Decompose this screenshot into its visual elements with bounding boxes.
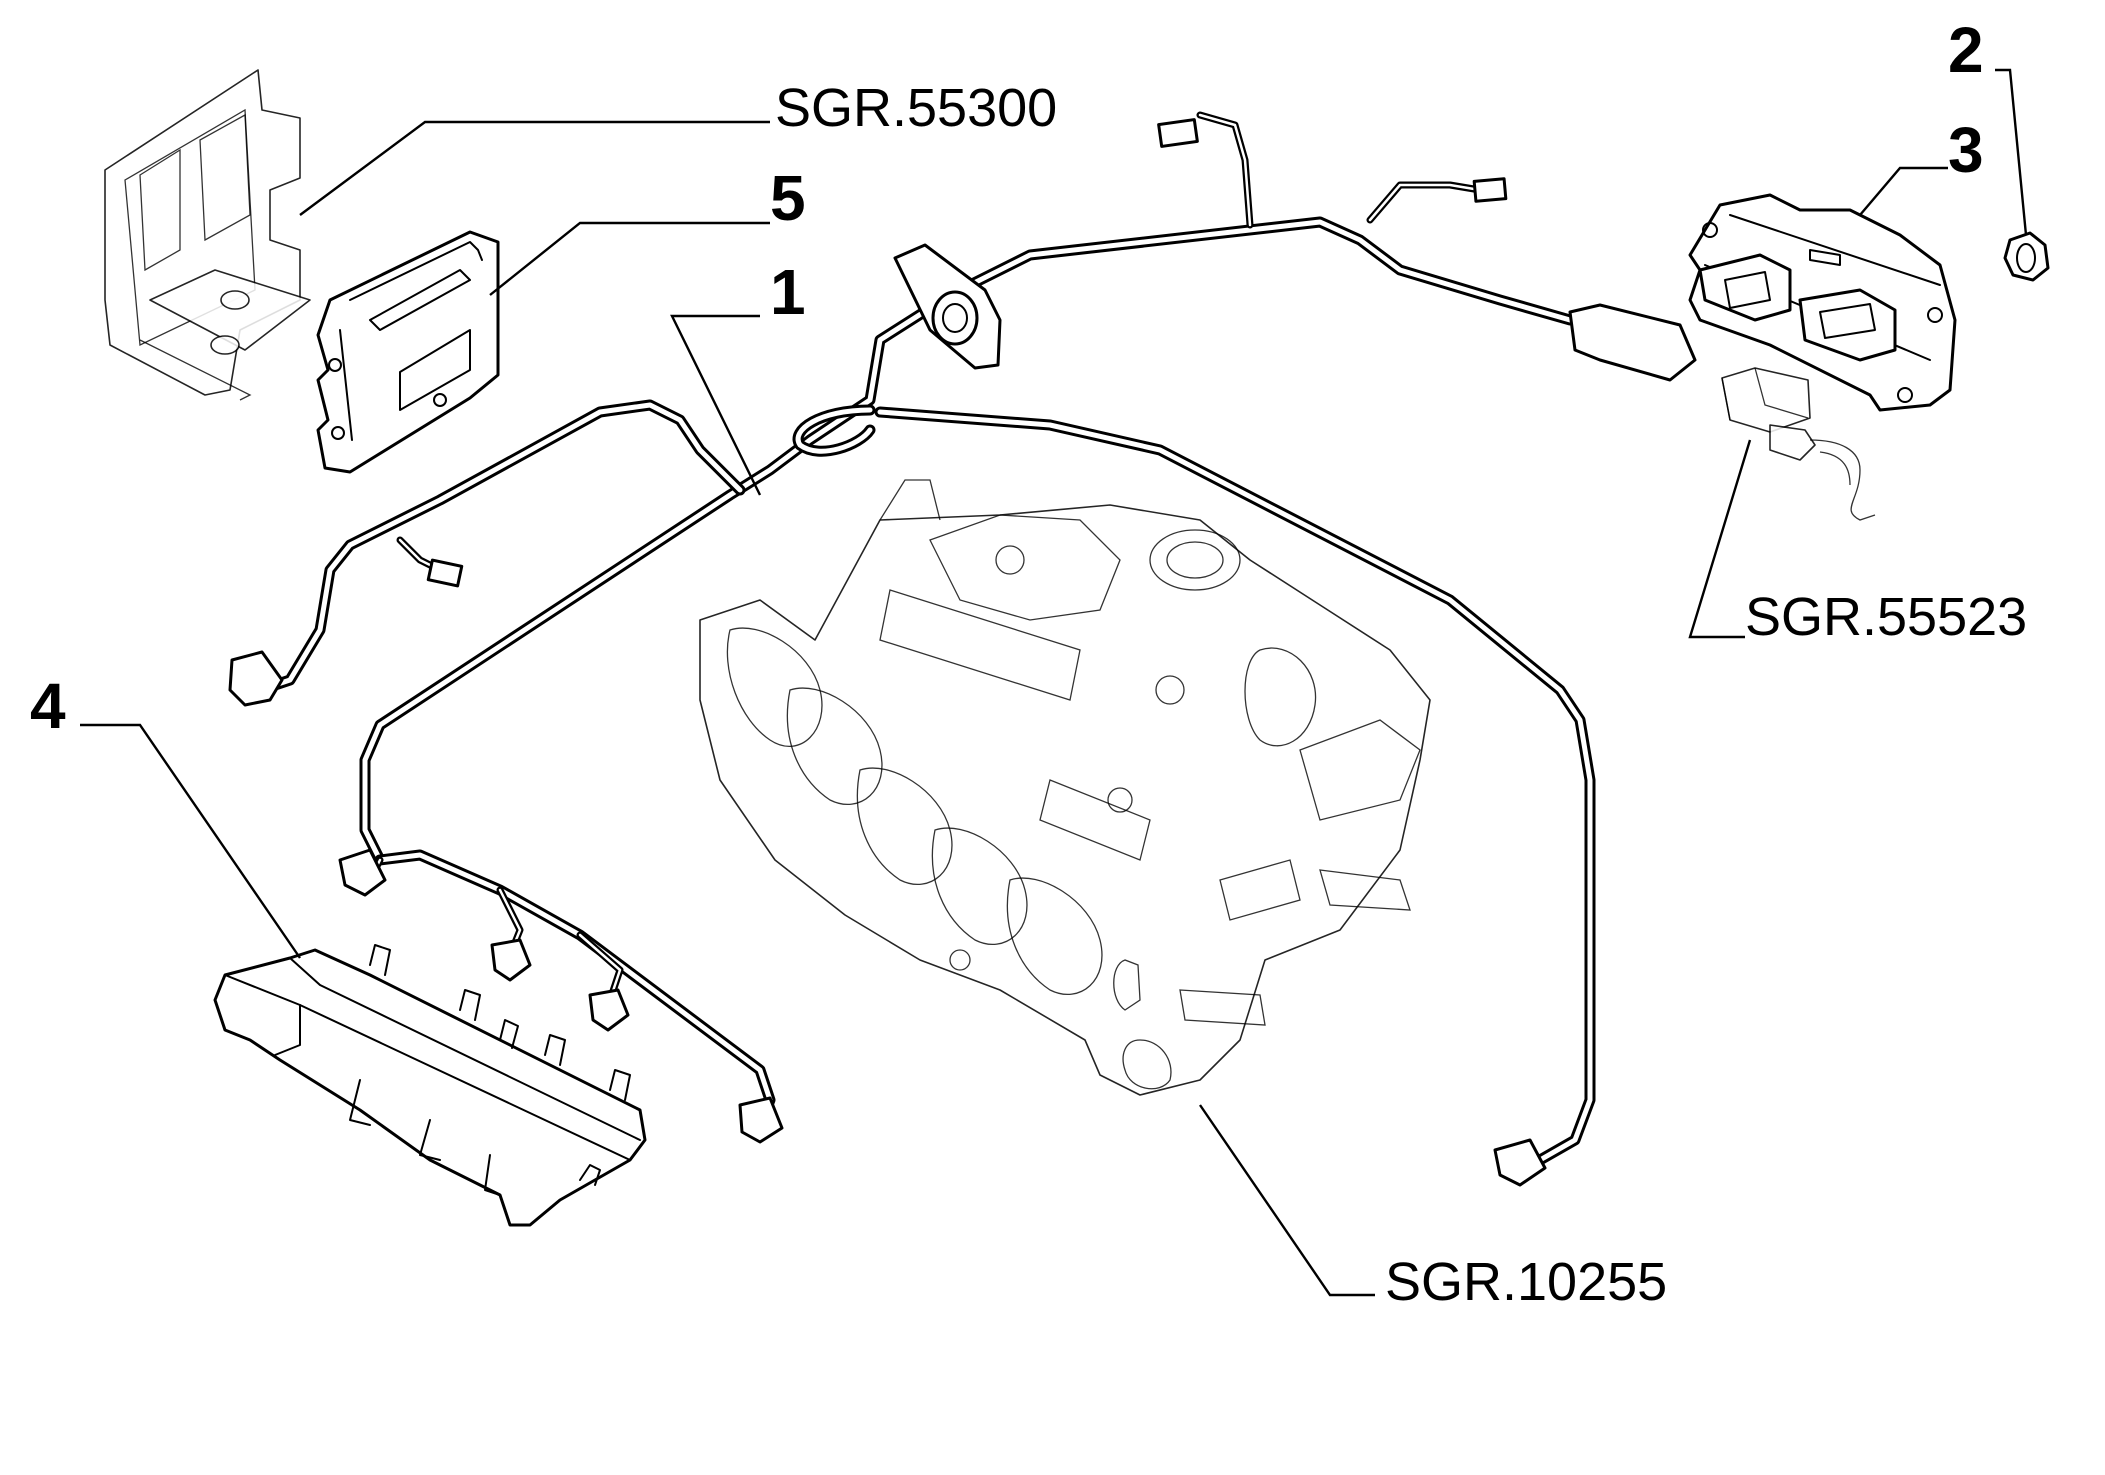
labels: SGR.55300 5 1 2 3 SGR.55523 4 SGR.10255 (30, 14, 2027, 1312)
ecu-module-icon (316, 230, 500, 474)
leader-part-5 (489, 221, 770, 296)
ref-label-10255: SGR.10255 (1385, 1252, 1667, 1312)
sensor-connector-icon (1721, 367, 1876, 521)
mounting-bracket-icon (104, 69, 311, 401)
part-label-4: 4 (30, 670, 66, 742)
part-label-2: 2 (1948, 14, 1984, 86)
part-label-3: 3 (1948, 114, 1984, 186)
wiring-harness-icon (228, 111, 1697, 1187)
control-unit-icon (1688, 193, 1957, 412)
ref-label-55523: SGR.55523 (1745, 587, 2027, 647)
harness-cover-icon (213, 944, 647, 1227)
ref-label-55300: SGR.55300 (775, 78, 1057, 138)
leader-part-2 (1995, 68, 2028, 236)
leader-ref-55300 (299, 120, 770, 216)
leader-part-3 (1859, 166, 1948, 216)
leader-part-4 (80, 723, 301, 959)
nut-icon (2003, 231, 2050, 282)
part-label-5: 5 (770, 162, 806, 234)
part-label-1: 1 (770, 256, 806, 328)
leader-ref-10255 (1199, 1104, 1375, 1297)
leader-part-1 (670, 314, 762, 496)
leader-lines (80, 68, 2028, 1297)
intake-manifold-icon (699, 479, 1431, 1096)
leader-ref-55523 (1688, 439, 1752, 639)
